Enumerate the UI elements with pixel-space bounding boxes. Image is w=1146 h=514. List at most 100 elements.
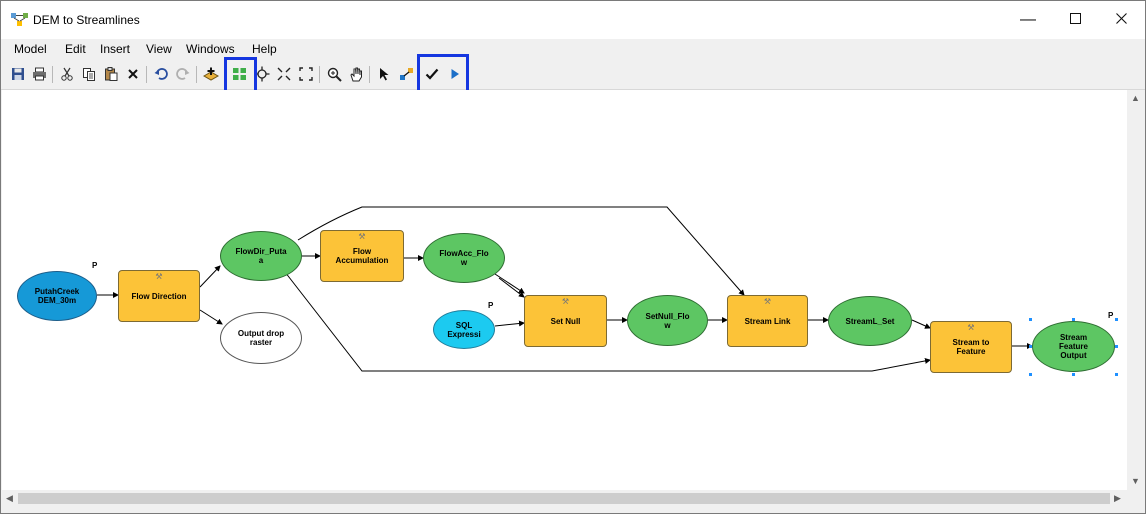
menu-view[interactable]: View xyxy=(146,42,172,56)
parameter-marker: P xyxy=(488,301,494,310)
zoom-in-icon[interactable] xyxy=(325,65,343,83)
node-label-line: FlowAcc_Flo xyxy=(439,249,489,258)
horizontal-scrollbar[interactable]: ◀ ▶ xyxy=(2,490,1127,507)
node-label: Stream Link xyxy=(744,316,791,326)
toolbar-separator xyxy=(369,66,370,83)
pan-icon[interactable] xyxy=(347,65,365,83)
node-label: Stream Feature Output xyxy=(1059,333,1088,360)
selection-handle[interactable] xyxy=(1029,318,1032,321)
toolbar-separator xyxy=(196,66,197,83)
vertical-scrollbar[interactable]: ▲ ▼ xyxy=(1127,90,1144,490)
menu-edit[interactable]: Edit xyxy=(65,42,86,56)
connect-icon[interactable] xyxy=(397,65,415,83)
title-bar: DEM to Streamlines — xyxy=(1,1,1145,39)
node-label-line: a xyxy=(258,256,264,265)
run-icon[interactable] xyxy=(446,65,464,83)
tool-flow-accumulation[interactable]: ⚒ Flow Accumulation xyxy=(320,230,404,282)
selection-handle[interactable] xyxy=(1029,345,1032,348)
auto-layout-icon[interactable] xyxy=(230,65,248,83)
select-icon[interactable] xyxy=(375,65,393,83)
scroll-down-icon[interactable]: ▼ xyxy=(1131,476,1140,486)
toolbar-separator xyxy=(146,66,147,83)
menu-model[interactable]: Model xyxy=(14,42,47,56)
full-extent-icon[interactable] xyxy=(253,65,271,83)
selection-handle[interactable] xyxy=(1029,373,1032,376)
horizontal-scroll-thumb[interactable] xyxy=(18,493,1110,504)
output-stream-feature-node[interactable]: Stream Feature Output xyxy=(1032,321,1115,372)
redo-icon[interactable] xyxy=(174,65,192,83)
menu-help[interactable]: Help xyxy=(252,42,277,56)
node-label: SQL Expressi xyxy=(447,320,481,339)
copy-icon[interactable] xyxy=(80,65,98,83)
output-drop-raster-node[interactable]: Output drop raster xyxy=(220,312,302,364)
toolbar xyxy=(1,61,1145,90)
node-label: Stream to Feature xyxy=(952,338,990,356)
scroll-up-icon[interactable]: ▲ xyxy=(1131,93,1140,103)
output-streaml-set-node[interactable]: StreamL_Set xyxy=(828,296,912,346)
scroll-left-icon[interactable]: ◀ xyxy=(6,493,13,503)
node-label-line: w xyxy=(460,258,468,267)
window-title: DEM to Streamlines xyxy=(33,13,140,27)
connector-lines xyxy=(97,206,1033,372)
node-label-line: w xyxy=(664,320,671,330)
hammer-icon: ⚒ xyxy=(763,297,772,306)
print-icon[interactable] xyxy=(30,65,48,83)
minimize-button[interactable]: — xyxy=(1005,1,1051,39)
selection-handle[interactable] xyxy=(1115,345,1118,348)
hammer-icon: ⚒ xyxy=(561,297,570,306)
selection-handle[interactable] xyxy=(1115,373,1118,376)
paste-icon[interactable] xyxy=(102,65,120,83)
node-label: StreamL_Set xyxy=(845,316,895,326)
tool-set-null[interactable]: ⚒ Set Null xyxy=(524,295,607,347)
highlight-box-validate-run xyxy=(417,54,469,95)
close-button[interactable] xyxy=(1098,1,1144,39)
selection-handle[interactable] xyxy=(1072,318,1075,321)
menu-bar: Model Edit Insert View Windows Help xyxy=(1,40,1145,60)
tool-stream-link[interactable]: ⚒ Stream Link xyxy=(727,295,808,347)
zoom-in-fixed-icon[interactable] xyxy=(275,65,293,83)
save-icon[interactable] xyxy=(9,65,27,83)
model-canvas[interactable]: PutahCreek DEM_30m P ⚒ Flow Direction Fl… xyxy=(2,90,1127,490)
add-data-icon[interactable] xyxy=(202,65,220,83)
validate-icon[interactable] xyxy=(423,65,441,83)
input-sql-expression-node[interactable]: SQL Expressi xyxy=(433,310,495,349)
parameter-marker: P xyxy=(1108,311,1114,320)
hammer-icon: ⚒ xyxy=(155,272,163,281)
highlight-box-auto-layout xyxy=(224,57,257,94)
close-icon xyxy=(1115,11,1127,29)
menu-insert[interactable]: Insert xyxy=(100,42,131,56)
maximize-button[interactable] xyxy=(1052,1,1098,39)
parameter-marker: P xyxy=(92,261,98,270)
node-label: Output drop raster xyxy=(237,329,285,347)
hammer-icon: ⚒ xyxy=(967,323,975,332)
model-app-icon xyxy=(11,12,29,28)
tool-flow-direction[interactable]: ⚒ Flow Direction xyxy=(118,270,200,322)
menu-windows[interactable]: Windows xyxy=(186,42,235,56)
node-label: PutahCreek DEM_30m xyxy=(34,287,80,305)
delete-icon[interactable] xyxy=(124,65,142,83)
cut-icon[interactable] xyxy=(58,65,76,83)
tool-stream-to-feature[interactable]: ⚒ Stream to Feature xyxy=(930,321,1012,373)
selection-handle[interactable] xyxy=(1115,318,1118,321)
input-dem-node[interactable]: PutahCreek DEM_30m xyxy=(17,271,97,321)
zoom-out-fixed-icon[interactable] xyxy=(297,65,315,83)
scroll-right-icon[interactable]: ▶ xyxy=(1114,493,1121,503)
toolbar-separator xyxy=(319,66,320,83)
selection-handle[interactable] xyxy=(1072,373,1075,376)
minimize-icon: — xyxy=(1020,11,1036,28)
toolbar-separator xyxy=(52,66,53,83)
hammer-icon: ⚒ xyxy=(358,232,366,241)
node-label: Set Null xyxy=(550,316,581,326)
undo-icon[interactable] xyxy=(152,65,170,83)
maximize-icon xyxy=(1069,11,1081,29)
node-label: Flow Direction xyxy=(131,291,187,301)
node-label: Flow Accumulation xyxy=(335,247,389,265)
node-label-line: FlowDir_Puta xyxy=(235,247,287,256)
